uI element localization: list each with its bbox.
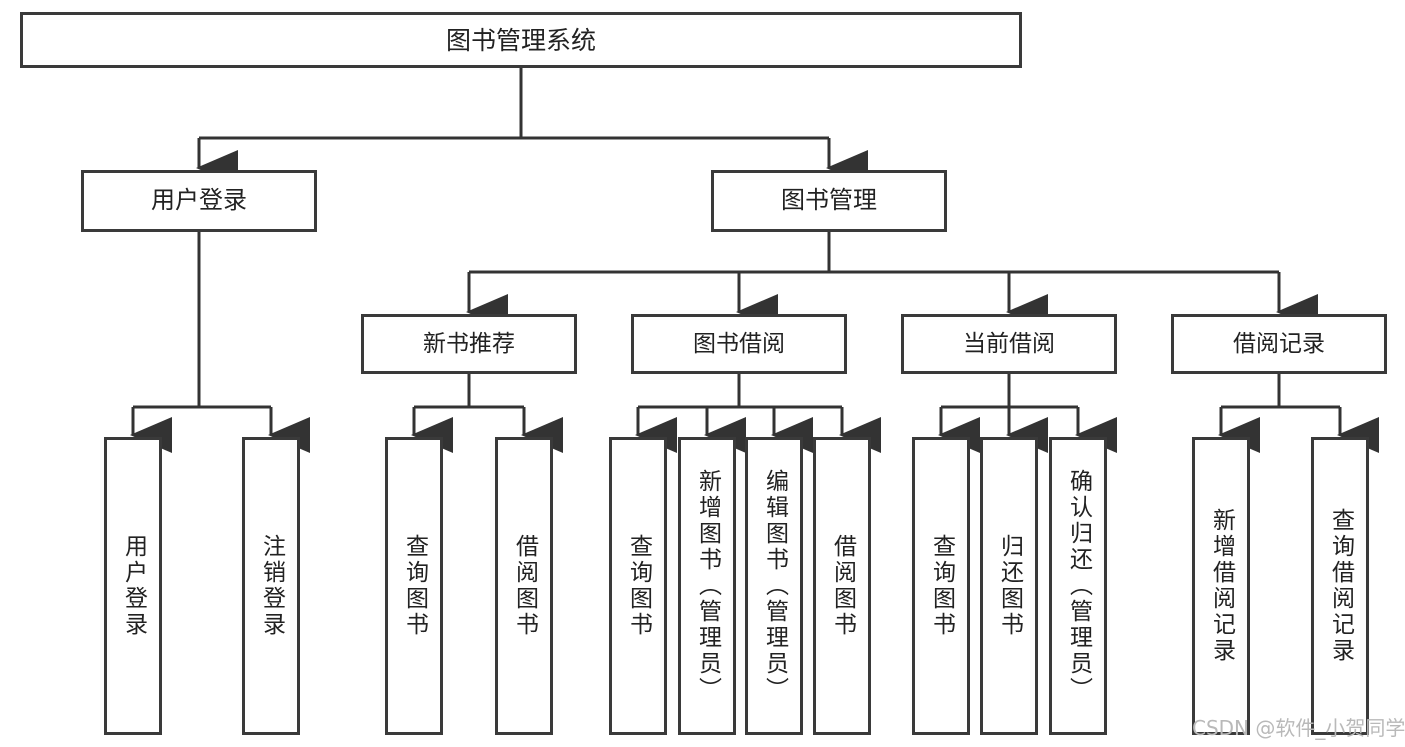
node-leaf-add-record-label: 新增借阅记录: [1208, 508, 1235, 664]
node-leaf-logout-label: 注销登录: [258, 534, 285, 638]
node-leaf-return-book[interactable]: 归还图书: [980, 437, 1038, 735]
node-leaf-user-login-label: 用户登录: [120, 534, 147, 638]
node-leaf-user-login[interactable]: 用户登录: [104, 437, 162, 735]
node-leaf-borrow-book-2[interactable]: 借阅图书: [813, 437, 871, 735]
node-leaf-confirm-return-label: 确认归还（管理员）: [1065, 469, 1092, 703]
node-leaf-query-book-2-label: 查询图书: [625, 534, 652, 638]
node-new-book-recommend[interactable]: 新书推荐: [361, 314, 577, 374]
node-leaf-edit-book-label: 编辑图书（管理员）: [761, 469, 788, 703]
node-leaf-borrow-book-1[interactable]: 借阅图书: [495, 437, 553, 735]
node-current-borrow-label: 当前借阅: [963, 330, 1055, 357]
node-leaf-borrow-book-1-label: 借阅图书: [511, 534, 538, 638]
node-new-book-recommend-label: 新书推荐: [423, 330, 515, 357]
node-leaf-query-book-1[interactable]: 查询图书: [385, 437, 443, 735]
node-leaf-query-book-3-label: 查询图书: [928, 534, 955, 638]
node-leaf-return-book-label: 归还图书: [996, 534, 1023, 638]
node-leaf-logout[interactable]: 注销登录: [242, 437, 300, 735]
node-leaf-query-record-label: 查询借阅记录: [1327, 508, 1354, 664]
node-leaf-query-book-2[interactable]: 查询图书: [609, 437, 667, 735]
node-user-login-label: 用户登录: [151, 186, 247, 215]
node-leaf-query-record[interactable]: 查询借阅记录: [1311, 437, 1369, 735]
node-book-borrow-label: 图书借阅: [693, 330, 785, 357]
node-leaf-query-book-1-label: 查询图书: [401, 534, 428, 638]
node-book-manage[interactable]: 图书管理: [711, 170, 947, 232]
node-leaf-add-record[interactable]: 新增借阅记录: [1192, 437, 1250, 735]
node-root-label: 图书管理系统: [445, 25, 596, 55]
node-leaf-add-book[interactable]: 新增图书（管理员）: [678, 437, 736, 735]
node-leaf-query-book-3[interactable]: 查询图书: [912, 437, 970, 735]
node-leaf-borrow-book-2-label: 借阅图书: [829, 534, 856, 638]
node-book-manage-label: 图书管理: [781, 186, 877, 215]
node-leaf-add-book-label: 新增图书（管理员）: [694, 469, 721, 703]
watermark: CSDN @软件_小贺同学: [1192, 716, 1405, 740]
node-borrow-record-label: 借阅记录: [1233, 330, 1325, 357]
node-leaf-confirm-return[interactable]: 确认归还（管理员）: [1049, 437, 1107, 735]
node-root[interactable]: 图书管理系统: [20, 12, 1022, 68]
node-borrow-record[interactable]: 借阅记录: [1171, 314, 1387, 374]
node-current-borrow[interactable]: 当前借阅: [901, 314, 1117, 374]
node-book-borrow[interactable]: 图书借阅: [631, 314, 847, 374]
node-leaf-edit-book[interactable]: 编辑图书（管理员）: [745, 437, 803, 735]
node-user-login[interactable]: 用户登录: [81, 170, 317, 232]
